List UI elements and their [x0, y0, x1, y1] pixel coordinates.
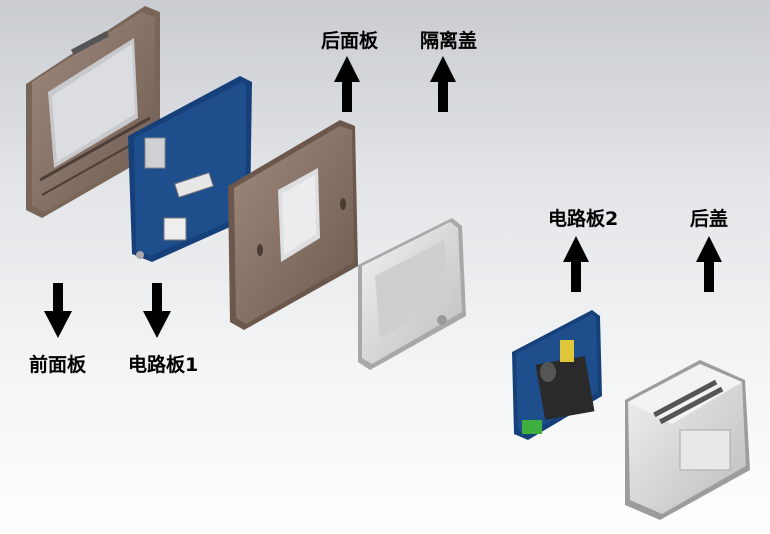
circuit-board-2-part — [512, 310, 602, 440]
back-cover-arrow — [696, 236, 722, 292]
arrow-group — [44, 56, 722, 338]
rear-panel-part — [228, 120, 358, 330]
front-panel-arrow — [44, 283, 72, 338]
circuit-board-1-arrow — [143, 283, 171, 338]
circuit-board-2-label: 电路板2 — [548, 208, 619, 230]
front-panel-label: 前面板 — [29, 354, 87, 376]
isolation-cover-label: 隔离盖 — [420, 30, 478, 52]
back-cover-part — [625, 360, 750, 520]
isolation-cover-arrow — [430, 56, 456, 112]
circuit-board-1-label: 电路板1 — [128, 354, 199, 376]
isolation-cover-part — [358, 218, 466, 370]
back-cover-label: 后盖 — [690, 208, 729, 230]
circuit-board-2-arrow — [563, 236, 589, 292]
rear-panel-label: 后面板 — [321, 30, 379, 52]
front-panel-part — [26, 6, 160, 218]
circuit-board-1-part — [128, 76, 252, 262]
rear-panel-arrow — [334, 56, 360, 112]
